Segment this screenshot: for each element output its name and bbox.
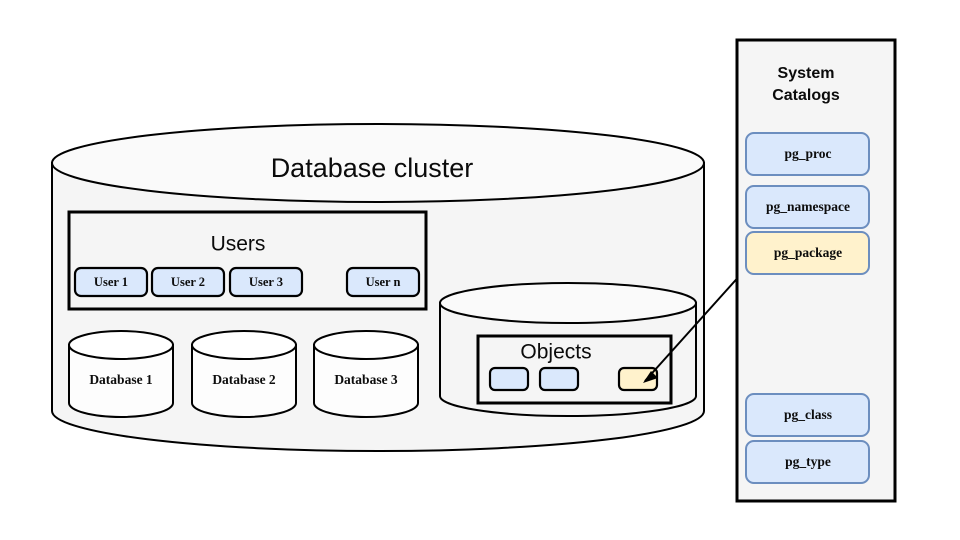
system-catalogs-panel: System Catalogs pg_proc pg_namespace pg_… (735, 38, 897, 503)
cluster-title: Database cluster (271, 153, 474, 183)
users-group: Users User 1 User 2 User 3 User n (67, 210, 428, 311)
database-cylinder-2-label: Database 2 (212, 372, 276, 387)
database-cylinder-1-body[interactable] (68, 344, 174, 418)
user-chip-1[interactable]: User 1 (73, 266, 149, 298)
catalog-item-pg_type[interactable]: pg_type (745, 440, 870, 484)
catalog-item-pg_package-label: pg_package (774, 245, 842, 260)
objects-chip-2[interactable] (538, 366, 580, 392)
user-chip-3-box[interactable] (228, 266, 304, 298)
user-chip-2[interactable]: User 2 (150, 266, 226, 298)
objects-group-border (476, 334, 673, 405)
database-cylinder-1-top (68, 330, 174, 360)
user-chip-n-box[interactable] (345, 266, 421, 298)
catalog-item-pg_namespace[interactable]: pg_namespace (745, 185, 870, 229)
catalog-item-pg_package-box[interactable] (745, 231, 870, 275)
system-catalogs-title-line1: System (778, 65, 835, 82)
catalog-item-pg_namespace-label: pg_namespace (766, 199, 850, 214)
user-chip-n[interactable]: User n (345, 266, 421, 298)
objects-group: Objects (476, 334, 673, 405)
user-chip-2-label: User 2 (171, 275, 205, 289)
catalog-item-pg_package[interactable]: pg_package (745, 231, 870, 275)
cluster-cylinder-top (51, 123, 705, 203)
objects-chip-3[interactable] (617, 366, 659, 392)
objects-chip-1[interactable] (488, 366, 530, 392)
catalog-item-pg_proc[interactable]: pg_proc (745, 132, 870, 176)
catalog-item-pg_proc-label: pg_proc (784, 146, 831, 161)
user-chip-3-label: User 3 (249, 275, 283, 289)
user-chip-3[interactable]: User 3 (228, 266, 304, 298)
users-group-label: Users (211, 233, 266, 256)
database-cylinder-3-label: Database 3 (334, 372, 398, 387)
system-catalogs-title-line2: Catalogs (772, 87, 840, 104)
objects-group-label: Objects (520, 341, 591, 364)
objects-cylinder-top (439, 282, 697, 324)
catalog-item-pg_type-box[interactable] (745, 440, 870, 484)
database-cylinder-2-top (191, 330, 297, 360)
database-cylinder-3[interactable]: Database 3 (313, 330, 419, 418)
catalog-item-pg_type-label: pg_type (785, 454, 831, 469)
catalog-item-pg_namespace-box[interactable] (745, 185, 870, 229)
database-cylinder-3-body[interactable] (313, 344, 419, 418)
catalog-item-pg_class-box[interactable] (745, 393, 870, 437)
user-chip-2-box[interactable] (150, 266, 226, 298)
user-chip-1-label: User 1 (94, 275, 128, 289)
database-cylinder-2-body[interactable] (191, 344, 297, 418)
user-chip-1-box[interactable] (73, 266, 149, 298)
catalog-item-pg_class[interactable]: pg_class (745, 393, 870, 437)
catalog-item-pg_class-label: pg_class (784, 407, 832, 422)
database-cylinder-1[interactable]: Database 1 (68, 330, 174, 418)
database-cylinder-1-label: Database 1 (89, 372, 153, 387)
database-cylinder-3-top (313, 330, 419, 360)
users-group-border (67, 210, 428, 311)
user-chip-n-label: User n (366, 275, 401, 289)
connector-arrow-head-start (643, 371, 658, 383)
catalog-item-pg_proc-box[interactable] (745, 132, 870, 176)
connector-arrow-line (644, 262, 752, 382)
database-cylinder-2[interactable]: Database 2 (191, 330, 297, 418)
